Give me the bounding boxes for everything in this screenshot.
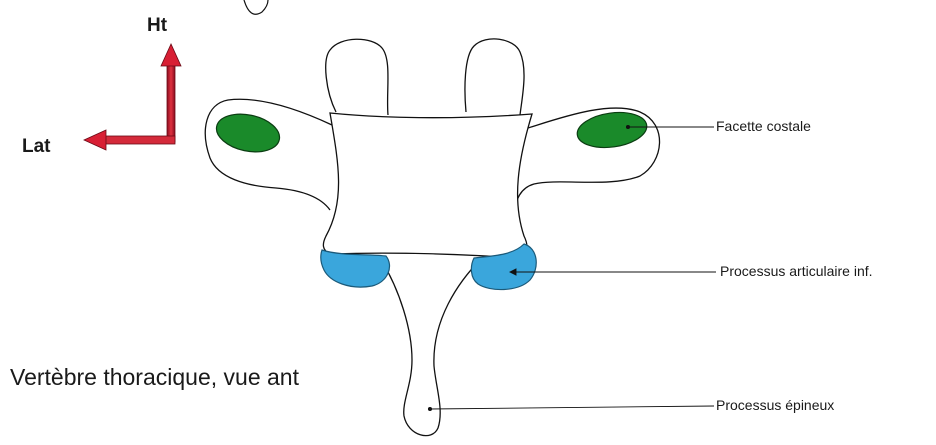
- up-arrow-shaft: [167, 62, 175, 142]
- leader-epineux: [430, 406, 714, 409]
- leader-epineux-dot: [428, 407, 431, 410]
- processus-articulaire-left: [321, 250, 390, 287]
- leader-facette-dot: [626, 125, 629, 128]
- transverse-process-left: [205, 99, 332, 210]
- label-processus-articulaire: Processus articulaire inf.: [720, 263, 873, 279]
- orientation-arrows: [84, 44, 181, 150]
- superior-articular-process-left: [326, 39, 388, 115]
- left-arrow-head: [84, 130, 106, 150]
- superior-articular-process-right: [465, 39, 524, 115]
- label-processus-epineux: Processus épineux: [716, 397, 834, 413]
- height-label: Ht: [147, 15, 168, 36]
- label-facette-costale: Facette costale: [716, 118, 811, 134]
- lateral-label: Lat: [22, 136, 51, 157]
- up-arrow-head: [161, 44, 181, 66]
- diagram-caption: Vertèbre thoracique, vue ant: [10, 364, 300, 390]
- left-arrow-shaft: [102, 136, 175, 144]
- top-cropped-shape: [244, 0, 268, 14]
- vertebral-body: [323, 113, 532, 258]
